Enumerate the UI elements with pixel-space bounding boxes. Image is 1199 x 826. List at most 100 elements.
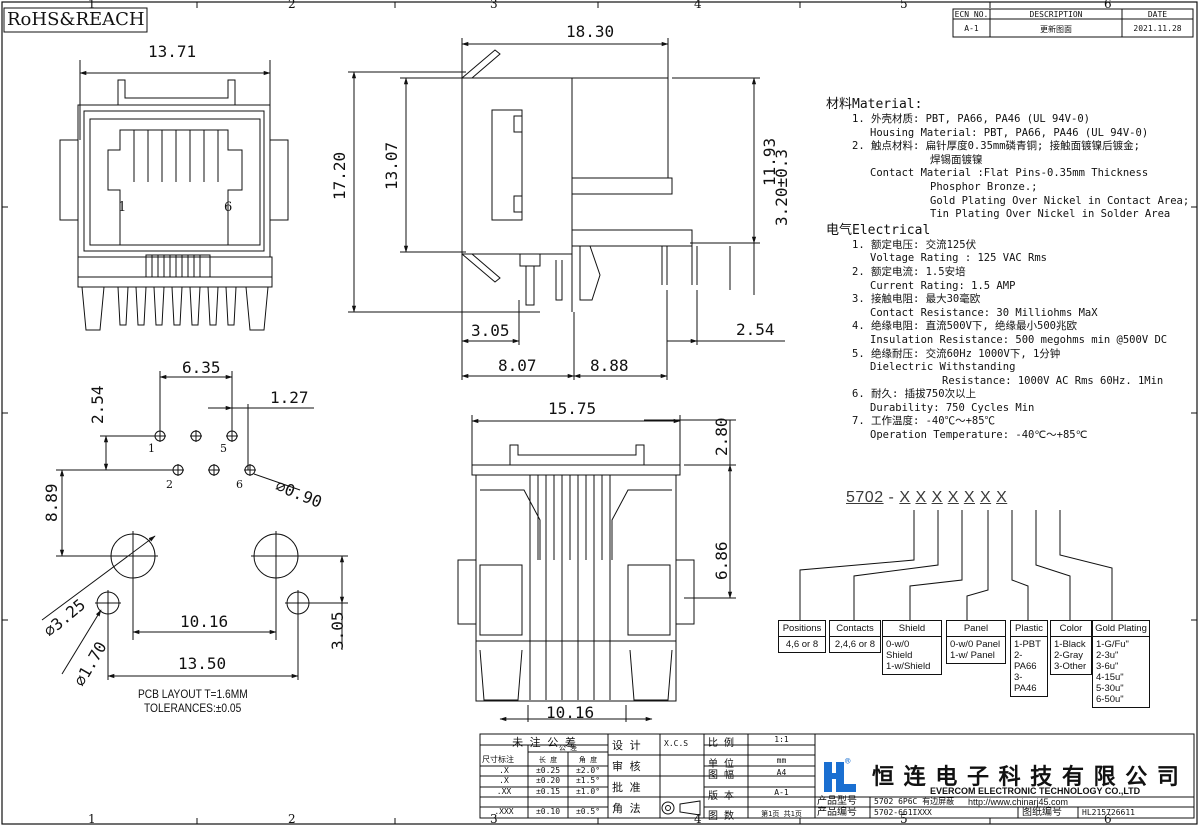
zone-top-4: 4 <box>694 0 702 11</box>
tolerance-row-3-length: ±0.15 <box>535 787 561 796</box>
spec-dielectric-en: Dielectric Withstanding <box>870 361 1016 374</box>
scale-value: 1:1 <box>774 735 789 744</box>
spec-voltage-cn: 1. 额定电压: 交流125伏 <box>852 238 977 251</box>
company-name-en: EVERCOM ELECTRONIC TECHNOLOGY CO.,LTD <box>930 786 1141 796</box>
zone-top-3: 3 <box>490 0 498 11</box>
tolerance-row-1-angle: ±2.0° <box>575 766 601 775</box>
ecn-table <box>952 8 1194 38</box>
pcb-635-dimension: 6.35 <box>182 358 221 377</box>
spec-current-en: Current Rating: 1.5 AMP <box>870 279 1016 292</box>
tolerance-row-4-label: .XXX <box>494 807 514 816</box>
ecn-no: A-1 <box>964 24 979 33</box>
spec-housing-en: Housing Material: PBT, PA66, PA46 (UL 94… <box>870 126 1149 139</box>
zone-bottom-2: 2 <box>288 812 296 826</box>
side-body-dimension: 13.07 <box>382 141 401 190</box>
size-label: 图 幅 <box>708 770 735 781</box>
tolerance-subtitle: 公 差 <box>558 744 578 752</box>
zone-bottom-3: 3 <box>490 812 498 826</box>
product-type-value: 5702 6P6C 有边屏蔽 <box>874 797 955 806</box>
front-pin-1-label: 1 <box>118 200 127 215</box>
company-name-cn: 恒 连 电 子 科 技 有 限 公 司 <box>872 764 1180 790</box>
version-label: 版 本 <box>708 791 735 802</box>
electrical-heading: 电气Electrical <box>826 222 931 238</box>
spec-contact-en-2: Phosphor Bronze.; <box>930 180 1038 193</box>
zone-bottom-4: 4 <box>694 812 702 826</box>
zone-bottom-6: 6 <box>1104 812 1112 826</box>
zone-top-5: 5 <box>900 0 908 11</box>
side-view <box>348 38 785 380</box>
zone-bottom-1: 1 <box>88 812 96 826</box>
spec-contact-cn: 2. 触点材料: 扁针厚度0.35mm磷青铜; 接触面镀镍后镀金; <box>852 140 1141 153</box>
pcb-305-dimension: 3.05 <box>328 611 347 650</box>
spec-durability-cn: 6. 耐久: 插拔750次以上 <box>852 388 977 401</box>
bottom-280-dimension: 2.80 <box>712 417 731 456</box>
front-view <box>59 60 289 331</box>
option-positions: Positions 4,6 or 8 <box>778 620 826 653</box>
drawing-no-label: 图纸编号 <box>1022 807 1062 818</box>
pcb-254-dimension: 2.54 <box>88 385 107 424</box>
material-heading: 材料Material: <box>826 97 923 112</box>
pcb-pin-6-label: 6 <box>236 478 243 491</box>
pcb-note-title: PCB LAYOUT T=1.6MM <box>138 687 248 701</box>
scale-label: 比 例 <box>708 738 735 749</box>
part-number-base: 5702 <box>846 489 884 506</box>
compliance-label: RoHS&REACH <box>7 9 145 30</box>
front-comb <box>151 255 201 277</box>
tolerance-row-2-length: ±0.20 <box>535 776 561 785</box>
pcb-layout <box>41 371 348 680</box>
side-standoff-dimension: 3.20±0.3 <box>772 148 791 226</box>
tolerance-row-1-label: .X <box>499 766 509 775</box>
logo-registered-mark: ® <box>845 757 851 767</box>
part-number-code: 5702 - X X X X X X X <box>846 489 1007 507</box>
tolerance-angle-header: 角 度 <box>578 756 598 764</box>
unit-label: 单 位 <box>708 759 735 770</box>
zone-top-2: 2 <box>288 0 296 11</box>
bottom-width-dimension: 15.75 <box>548 399 597 418</box>
spec-dielectric-cn: 5. 绝缘耐压: 交流60Hz 1000V下, 1分钟 <box>852 347 1061 360</box>
product-no-value: 5702-661IXXX <box>874 808 932 817</box>
specification-notes: 材料Material: 1. 外壳材质: PBT, PA66, PA46 (UL… <box>826 96 1198 443</box>
zone-top-6: 6 <box>1104 0 1112 11</box>
sheets-value: 第1页 共1页 <box>761 810 802 818</box>
spec-contact-en-3: Gold Plating Over Nickel in Contact Area… <box>930 194 1190 207</box>
size-value: A4 <box>776 768 787 777</box>
pcb-pin-1-label: 1 <box>148 442 155 455</box>
zone-top-1: 1 <box>88 0 96 11</box>
drawing-no-value: HL215726611 <box>1082 808 1135 817</box>
spec-durability-en: Durability: 750 Cycles Min <box>870 401 1035 414</box>
bottom-contacts <box>529 475 611 700</box>
ecn-date: 2021.11.28 <box>1133 24 1182 33</box>
projection-angle-label: 角 法 <box>612 802 641 815</box>
front-width-dimension: 13.71 <box>148 42 197 61</box>
side-height-dimension: 17.20 <box>330 151 349 200</box>
option-color: Color 1-Black 2-Gray 3-Other <box>1050 620 1092 675</box>
product-no-label: 产品编号 <box>817 807 857 818</box>
side-254-dimension: 2.54 <box>736 320 775 339</box>
tolerance-row-2-label: .X <box>499 776 509 785</box>
compliance-box <box>3 7 148 33</box>
spec-resistance-cn: 3. 接触电阻: 最大30毫欧 <box>852 293 981 306</box>
tolerance-row-2-angle: ±1.5° <box>575 776 601 785</box>
option-shield: Shield 0-w/0 Shield 1-w/Shield <box>882 620 942 675</box>
part-number-x-1: X <box>899 489 911 506</box>
option-plastic: Plastic 1-PBT 2-PA66 3-PA46 <box>1010 620 1048 697</box>
designer-value: X.C.S <box>664 739 689 748</box>
ecn-header-no: ECN NO. <box>954 10 989 19</box>
spec-contact-en-4: Tin Plating Over Nickel in Solder Area <box>930 208 1171 221</box>
tolerance-row-3-label: .XX <box>496 787 512 796</box>
unit-value: mm <box>776 756 787 765</box>
spec-resistance-en: Contact Resistance: 30 Milliohms MaX <box>870 306 1098 319</box>
part-number-x-3: X <box>931 489 943 506</box>
option-gold-plating: Gold Plating 1-G/Fu" 2-3u" 3-6u" 4-15u" … <box>1092 620 1150 708</box>
pcb-1016-dimension: 10.16 <box>180 612 229 631</box>
pcb-127-dimension: 1.27 <box>270 388 309 407</box>
pcb-1350-dimension: 13.50 <box>178 654 227 673</box>
company-url: http://www.chinarj45.com <box>968 797 1069 807</box>
spec-temperature-cn: 7. 工作温度: -40℃～+85℃ <box>852 415 996 428</box>
zone-bottom-5: 5 <box>900 812 908 826</box>
product-type-label: 产品型号 <box>817 796 857 807</box>
front-pin-6-label: 6 <box>224 200 233 215</box>
bottom-686-dimension: 6.86 <box>712 541 731 580</box>
tolerance-row-1-length: ±0.25 <box>535 766 561 775</box>
